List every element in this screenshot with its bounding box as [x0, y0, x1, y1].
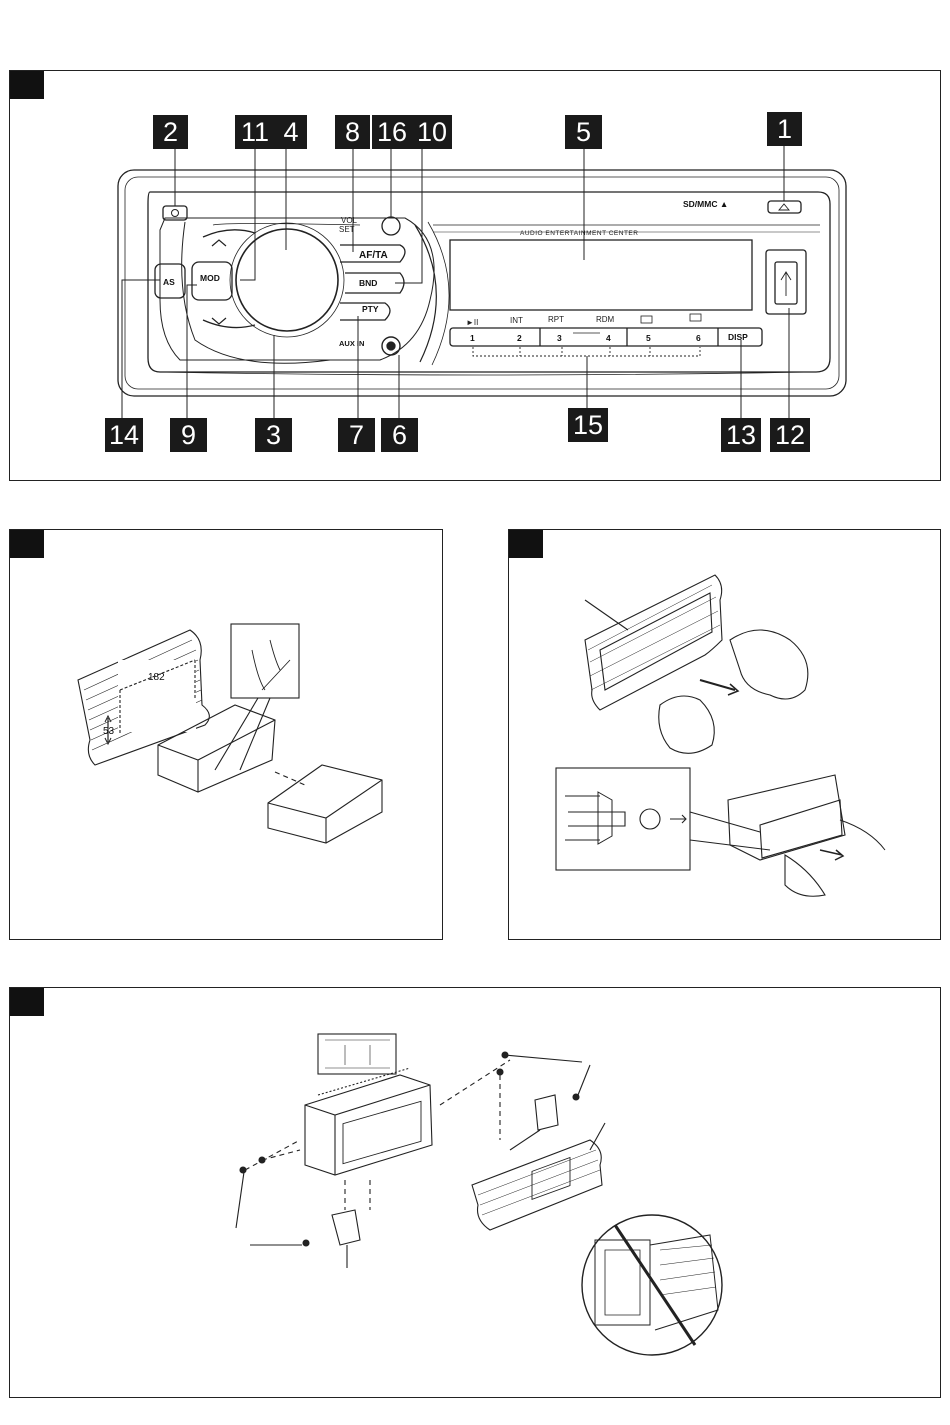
mounting-bracket-upper	[535, 1095, 558, 1130]
mounting-bracket-lower	[332, 1210, 360, 1245]
prohibited-slash	[615, 1225, 695, 1345]
dashboard-section	[472, 1140, 602, 1230]
